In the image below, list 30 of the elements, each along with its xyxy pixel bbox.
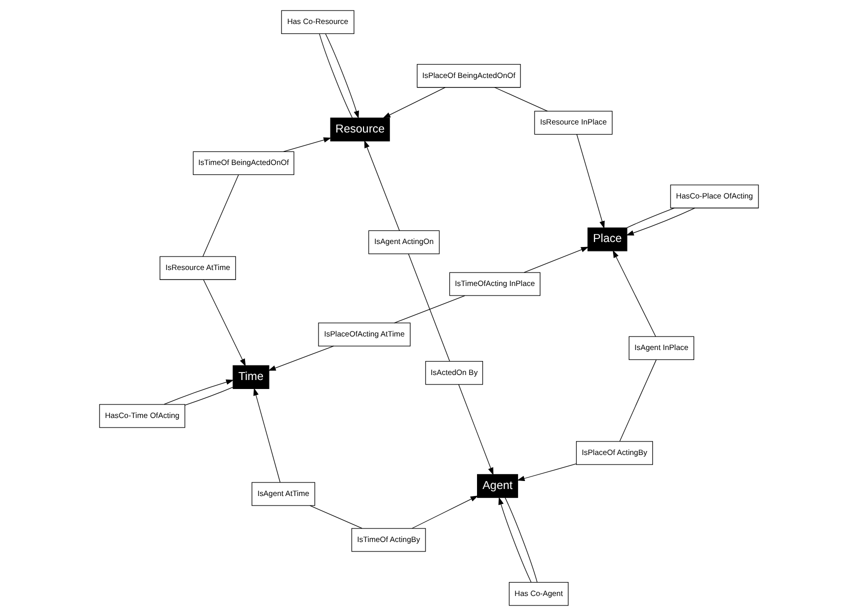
connector [494,87,548,112]
node-box: Resource [330,118,390,142]
connector [626,208,675,228]
arrow [412,496,478,529]
arrow [612,250,656,337]
connector [310,505,362,529]
arrow [268,346,334,371]
connector [504,497,538,582]
arrow [364,140,400,231]
arrow [382,87,446,118]
node-box: Time [232,365,270,390]
arrow [516,463,577,482]
connector [394,295,466,324]
arrow [325,33,359,119]
arrow [576,134,605,229]
arrow [498,496,532,583]
connector [184,386,234,406]
arrow [203,279,246,366]
connector [619,360,657,442]
connector [319,34,353,118]
node-box: Place [588,227,628,252]
node-box: Agent [477,474,518,498]
arrow [524,246,589,273]
arrow [164,379,234,405]
arrow [626,208,696,236]
arrow [253,388,280,483]
arrow [458,384,494,476]
connector [202,174,239,257]
connector [408,254,450,362]
arrow [283,137,332,152]
